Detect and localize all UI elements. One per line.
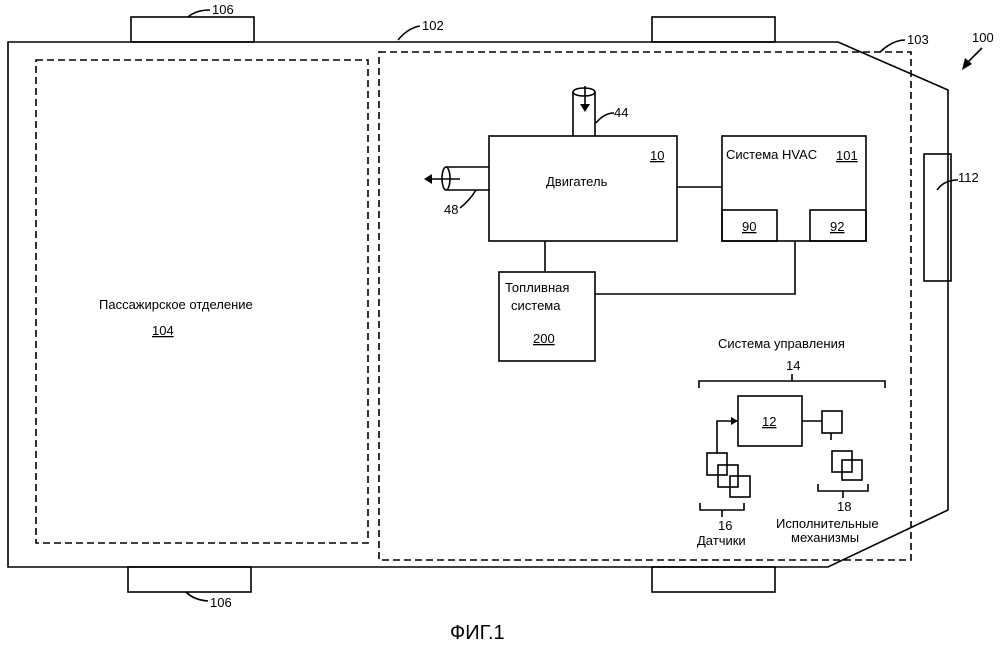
sensor-arrowhead <box>731 417 738 425</box>
actuators-brace <box>818 484 868 498</box>
wheel-top-right <box>652 17 775 42</box>
fuel-label-line2: система <box>511 298 561 313</box>
intake-pipe-top <box>573 88 595 96</box>
ref-106-top: 106 <box>212 2 234 17</box>
passenger-label: Пассажирское отделение <box>99 297 253 312</box>
intake-arrowhead <box>580 104 590 112</box>
engine-ref: 10 <box>650 148 664 163</box>
hvac-ref: 101 <box>836 148 858 163</box>
hvac-sub-90-label: 90 <box>742 219 756 234</box>
intake-pipe <box>573 92 595 136</box>
engine-label: Двигатель <box>546 174 608 189</box>
sensor-box-a <box>707 453 727 475</box>
fuel-ref: 200 <box>533 331 555 346</box>
hvac-sub-92-label: 92 <box>830 219 844 234</box>
exhaust-arrowhead <box>424 174 432 184</box>
engine-compartment <box>379 52 911 560</box>
leader-106-bottom <box>186 592 208 601</box>
wheel-top-left <box>131 17 254 42</box>
wheel-bottom-right <box>652 567 775 592</box>
actuators-label-line1: Исполнительные <box>776 516 879 531</box>
side-unit-112 <box>924 154 951 281</box>
passenger-ref: 104 <box>152 323 174 338</box>
ref-44: 44 <box>614 105 628 120</box>
sensors-brace <box>700 503 744 517</box>
ref-106-bottom: 106 <box>210 595 232 610</box>
sensors-label: Датчики <box>697 533 746 548</box>
ref-112: 112 <box>958 170 979 185</box>
leader-44 <box>596 113 614 123</box>
control-label: Система управления <box>718 336 845 351</box>
sensor-controller-line <box>717 421 738 453</box>
wheel-bottom-left <box>128 567 251 592</box>
actuators-ref: 18 <box>837 499 851 514</box>
leader-106-top <box>188 10 210 17</box>
ref-100: 100 <box>972 30 994 45</box>
ref-48: 48 <box>444 202 458 217</box>
actuator-box-a <box>822 411 842 433</box>
leader-102 <box>398 26 420 40</box>
ref-103: 103 <box>907 32 929 47</box>
fuel-hvac-line <box>595 241 795 294</box>
ref-102: 102 <box>422 18 444 33</box>
leader-48 <box>460 190 476 208</box>
hvac-label: Система HVAC <box>726 147 817 162</box>
controller-ref: 12 <box>762 414 776 429</box>
control-brace <box>699 374 885 388</box>
control-ref: 14 <box>786 358 800 373</box>
leader-103 <box>880 40 905 52</box>
fuel-label-line1: Топливная <box>505 280 569 295</box>
figure-caption: ФИГ.1 <box>450 622 505 644</box>
sensors-ref: 16 <box>718 518 732 533</box>
actuators-label-line2: механизмы <box>791 530 859 545</box>
